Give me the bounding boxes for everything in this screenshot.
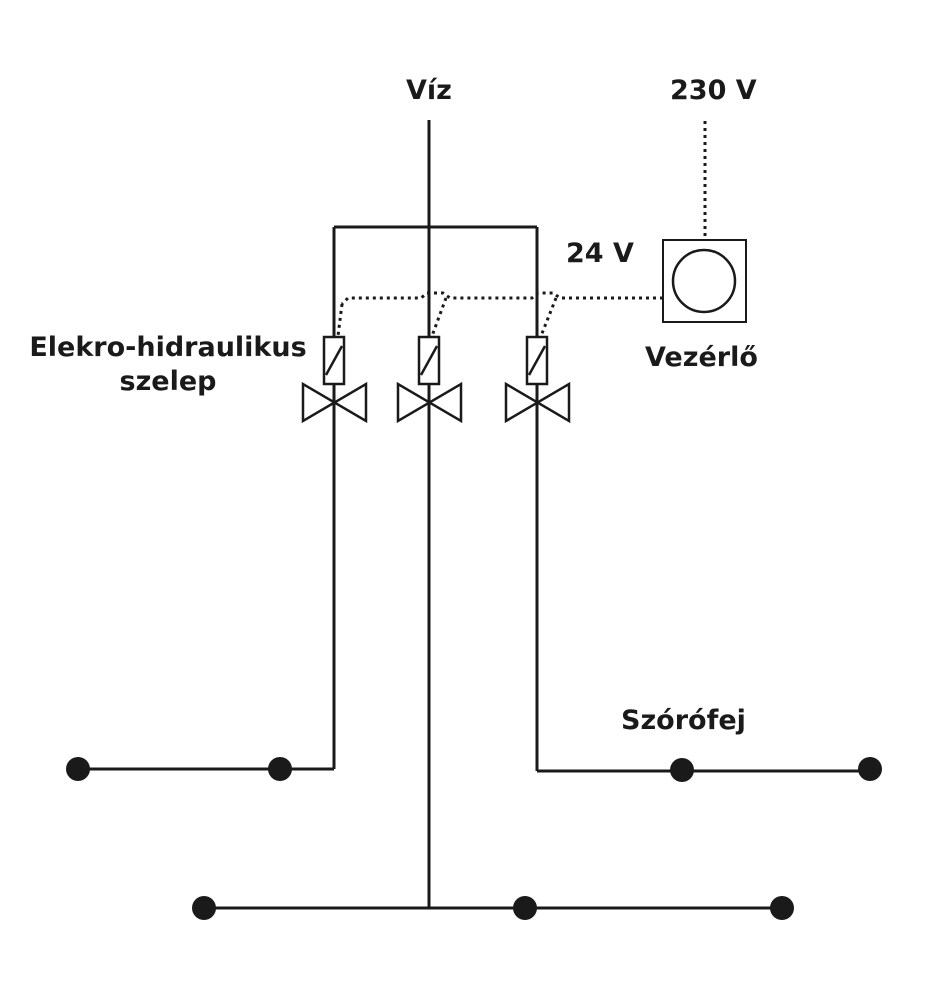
control-wire	[340, 291, 663, 306]
control-voltage-label: 24 V	[566, 238, 634, 269]
sprinkler-head-icon	[670, 758, 694, 782]
sprinkler-head-icon	[192, 896, 216, 920]
sprinkler-head-icon	[770, 896, 794, 920]
water-label: Víz	[406, 75, 452, 106]
valve-label: Elekro-hidraulikus szelep	[20, 332, 316, 398]
controller-dial-icon	[671, 248, 737, 314]
control-wire-drop-2	[430, 297, 448, 337]
valve-label-line1: Elekro-hidraulikus	[29, 332, 307, 363]
sprinkler-head-icon	[268, 757, 292, 781]
sprinkler-head-icon	[66, 757, 90, 781]
valve-body-icon	[396, 381, 463, 424]
solenoid-valve-2	[396, 335, 463, 424]
sprinkler-label: Szórófej	[621, 705, 746, 736]
controller-label: Vezérlő	[645, 342, 758, 373]
valve-body-icon	[504, 381, 571, 424]
sprinkler-head-icon	[513, 896, 537, 920]
control-wire-drop-1	[336, 303, 344, 337]
valve-label-line2: szelep	[119, 366, 217, 397]
solenoid-valve-3	[504, 335, 571, 424]
solenoid-valve-1	[301, 335, 368, 424]
control-wire-drop-3	[539, 297, 558, 337]
valve-body-icon	[301, 381, 368, 424]
sprinkler-head-icon	[858, 757, 882, 781]
mains-voltage-label: 230 V	[670, 75, 757, 106]
